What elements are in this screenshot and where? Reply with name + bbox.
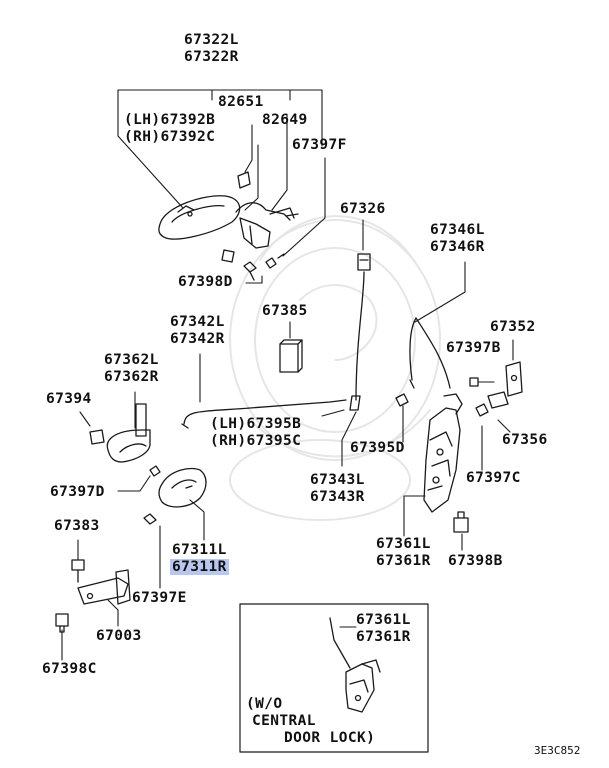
handle-linkage [221,202,299,263]
lock-rod-67343 [349,271,365,411]
handle-clip [237,171,251,189]
label-67392: (LH)67392B (RH)67392C [124,112,215,146]
clip-67394 [89,429,105,445]
label-67361-r: 67361R [376,553,431,569]
clip-67395D [395,393,409,407]
rod-clip-67326 [357,253,371,271]
label-67395-rh: (RH)67395C [210,433,302,449]
label-67361: 67361L 67361R [376,536,431,570]
lock-rod-67346 [409,317,451,389]
label-67311-r-highlighted: 67311R [170,559,229,575]
background-watermark [229,215,441,521]
block-67385 [279,339,303,373]
inset-label-67361: 67361L 67361R [356,612,411,646]
inset-label-67361-r: 67361R [356,629,411,645]
door-check-67003 [77,569,131,605]
bracket-67352 [505,361,523,397]
label-67342: 67342L 67342R [170,314,225,348]
lock-rod-67342 [181,399,347,429]
label-67398B: 67398B [448,553,503,569]
label-67343-l: 67343L [310,472,365,488]
label-67383: 67383 [54,518,100,534]
label-67394: 67394 [46,391,92,407]
label-67361-l: 67361L [376,536,431,552]
label-67342-r: 67342R [170,331,225,347]
label-67343-r: 67343R [310,489,365,505]
screw-67397E [143,513,157,525]
inset-box [239,603,429,753]
label-67362-r: 67362R [104,369,159,385]
label-67356: 67356 [502,432,548,448]
label-67352: 67352 [490,319,536,335]
inside-handle-bracket [106,403,151,463]
inset-door-lock [329,617,381,713]
outside-door-handle [158,195,241,240]
label-67397C: 67397C [466,470,521,486]
label-67346-l: 67346L [430,222,485,238]
label-67397D: 67397D [50,484,105,500]
bolt-67398C [55,613,69,633]
label-67395: (LH)67395B (RH)67395C [210,416,301,450]
screw-67397B [469,377,479,387]
door-lock-assembly [423,393,463,513]
bracket-67356 [487,391,509,409]
label-67392-rh: (RH)67392C [124,129,216,145]
diagram-code: 3E3C852 [534,744,581,757]
inset-note-line-2: CENTRAL [252,713,316,729]
label-67346-r: 67346R [430,239,485,255]
label-67397E: 67397E [132,590,187,606]
bolt-67383 [71,559,85,583]
leader-lines [61,89,514,661]
label-67395-lh: (LH)67395B [210,416,302,432]
label-67398C: 67398C [42,661,97,677]
label-67395D: 67395D [350,440,405,456]
inset-note-line-3: DOOR LOCK) [284,730,376,746]
label-67346: 67346L 67346R [430,222,485,256]
inside-door-handle [158,467,207,508]
inset-note-line-1: (W/O [246,696,283,712]
label-67397F: 67397F [292,137,347,153]
label-67326: 67326 [340,201,386,217]
label-82649: 82649 [262,112,308,128]
screw-67397C [475,403,489,417]
label-67311: 67311L 67311R [170,542,229,576]
label-82651: 82651 [218,94,264,110]
screw-67397D [149,465,161,477]
label-67003: 67003 [96,628,142,644]
label-67311-l: 67311L [172,542,227,558]
label-67362-l: 67362L [104,352,159,368]
bolt-67398B [453,511,469,533]
label-67322: 67322L 67322R [184,32,239,66]
label-67322-l: 67322L [184,32,239,48]
label-67362: 67362L 67362R [104,352,159,386]
label-67343: 67343L 67343R [310,472,365,506]
label-67342-l: 67342L [170,314,225,330]
inset-note: (W/O CENTRAL DOOR LOCK) [246,696,375,747]
label-67392-lh: (LH)67392B [124,112,216,128]
label-67322-r: 67322R [184,49,239,65]
inset-label-67361-l: 67361L [356,612,411,628]
label-67398D: 67398D [178,274,233,290]
handle-screws [243,253,285,281]
label-67385: 67385 [262,303,308,319]
label-67397B: 67397B [446,340,501,356]
